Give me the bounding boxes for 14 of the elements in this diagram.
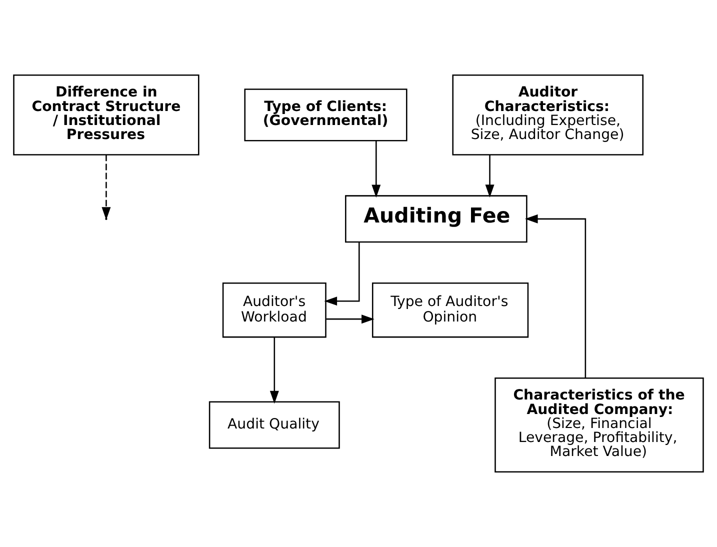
node-box: Type of Clients: (Governmental) — [244, 88, 408, 142]
node-box: Type of Auditor's Opinion — [372, 282, 529, 338]
arrow — [270, 337, 279, 404]
arrow — [372, 140, 381, 198]
arrow — [524, 214, 586, 378]
node-box: Difference in Contract Structure / Institutional Pressures — [13, 74, 200, 156]
arrow — [485, 154, 494, 198]
node-box: Audit Quality — [208, 401, 340, 449]
node-box: Auditor's Workload — [222, 282, 326, 338]
node-box: Auditor Characteristics: (Including Expertise, Size, Auditor Change) — [452, 74, 644, 156]
arrow — [324, 242, 360, 306]
node-box: Auditing Fee — [345, 195, 528, 243]
node-box: Characteristics of the Audited Company: (Size, Financial Leverage, Profitability, Market Value) — [494, 378, 704, 472]
arrow — [326, 314, 374, 324]
